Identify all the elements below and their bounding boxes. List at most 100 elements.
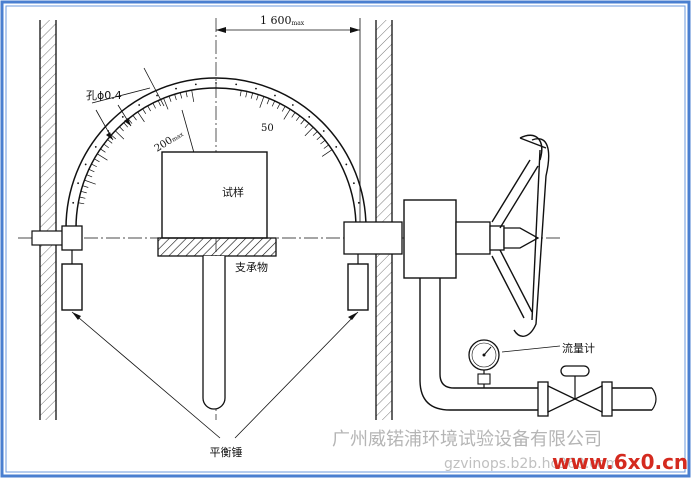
scale-tick — [79, 196, 86, 199]
hole-diameter-label: 孔ϕ0.4 — [86, 89, 122, 102]
scale-tick — [107, 139, 113, 144]
spray-hole — [357, 201, 360, 204]
scale-tick — [323, 144, 329, 149]
counterweight-label: 平衡锤 — [210, 445, 243, 459]
scale-tick — [157, 100, 161, 107]
scale-tick — [191, 90, 195, 103]
counterweight-leaders — [71, 311, 359, 439]
scale-tick — [291, 112, 296, 118]
scale-tick — [276, 103, 281, 109]
flowmeter — [468, 339, 500, 388]
scale-tick — [119, 126, 124, 132]
scale-tick — [179, 92, 183, 99]
scale-tick — [281, 106, 286, 112]
scale-tick — [245, 91, 248, 98]
spray-hole — [274, 94, 276, 97]
scale-tick — [266, 98, 270, 105]
support-label: 支承物 — [235, 260, 268, 274]
handwheel — [491, 134, 550, 337]
specimen-box — [161, 151, 268, 239]
scale-tick — [152, 102, 156, 109]
support-plate — [157, 237, 277, 257]
radius-label: 200max — [153, 128, 186, 154]
spray-hole — [138, 104, 141, 106]
spray-hole — [335, 146, 338, 148]
control-valve — [537, 365, 613, 417]
shaft-tip — [503, 227, 540, 249]
valve-handle — [560, 365, 590, 377]
oscillating-tube — [65, 77, 367, 229]
scale-tick — [103, 143, 109, 149]
spray-hole — [291, 104, 294, 106]
spray-hole — [308, 116, 311, 118]
flowmeter-leader — [501, 345, 561, 353]
left-pivot — [31, 225, 83, 311]
scale-tick — [168, 95, 172, 102]
spray-hole — [322, 130, 325, 132]
scale-tick — [82, 185, 89, 188]
scale-tick — [174, 94, 177, 101]
scale-tick — [163, 98, 169, 110]
scale-tick — [321, 149, 333, 157]
watermark-logo: www.6x0.cn — [552, 450, 688, 474]
scale-tick — [137, 111, 145, 123]
flowmeter-label: 流量计 — [562, 341, 595, 355]
scale-tick — [142, 108, 147, 115]
scale-tick — [80, 190, 87, 194]
support-pole — [202, 256, 226, 410]
spray-hole — [353, 182, 355, 185]
scale-tick — [100, 148, 106, 153]
scale-tick — [312, 131, 318, 136]
spray-hole — [235, 83, 238, 86]
scale-tick — [320, 140, 326, 145]
watermark-url: gzvinops.b2b.hc360.com — [444, 456, 619, 472]
spray-hole — [72, 201, 75, 204]
scale-tick — [304, 127, 314, 137]
watermark-company: 广州威锘浦环境试验设备有限公司 — [332, 429, 602, 450]
scale-tick — [147, 105, 151, 112]
scale-tick — [91, 163, 97, 168]
width-dimension — [216, 18, 361, 225]
scale-label-50: 50 — [261, 123, 274, 134]
scale-tick — [256, 94, 259, 101]
spray-hole — [255, 87, 257, 90]
bearing-housing — [403, 199, 540, 279]
scale-tick — [132, 115, 137, 121]
spray-hole — [77, 182, 79, 185]
scale-tick — [300, 119, 305, 125]
scale-tick — [128, 118, 133, 124]
spray-hole — [194, 83, 197, 86]
scale-tick — [185, 91, 188, 98]
inner-border — [5, 5, 686, 473]
scale-tick — [239, 90, 242, 97]
scale-tick — [115, 130, 125, 140]
left-wall — [39, 20, 57, 420]
spray-hole — [156, 94, 158, 97]
specimen-label: 试样 — [222, 185, 244, 199]
scale-tick — [250, 92, 254, 99]
scale-tick — [259, 96, 265, 108]
scale-tick — [111, 134, 117, 140]
width-dimension-label: 1 600max — [260, 14, 305, 27]
scale-tick — [97, 153, 108, 161]
spray-hole — [345, 163, 348, 166]
scale-tick — [316, 135, 322, 140]
scale-tick — [295, 115, 301, 121]
scale-tick — [78, 202, 85, 205]
right-pivot — [343, 221, 403, 311]
scale-ticks — [78, 90, 333, 205]
scale-tick — [94, 158, 100, 163]
scale-tick — [123, 122, 128, 128]
spray-hole — [121, 116, 124, 118]
scale-tick — [86, 174, 93, 178]
spray-hole — [84, 163, 87, 166]
right-wall — [375, 20, 393, 420]
spray-hole — [215, 82, 217, 84]
hole-leaders — [91, 67, 165, 141]
supply-pipe — [419, 278, 657, 411]
scale-tick — [84, 179, 96, 185]
left-counterweight — [61, 263, 83, 311]
